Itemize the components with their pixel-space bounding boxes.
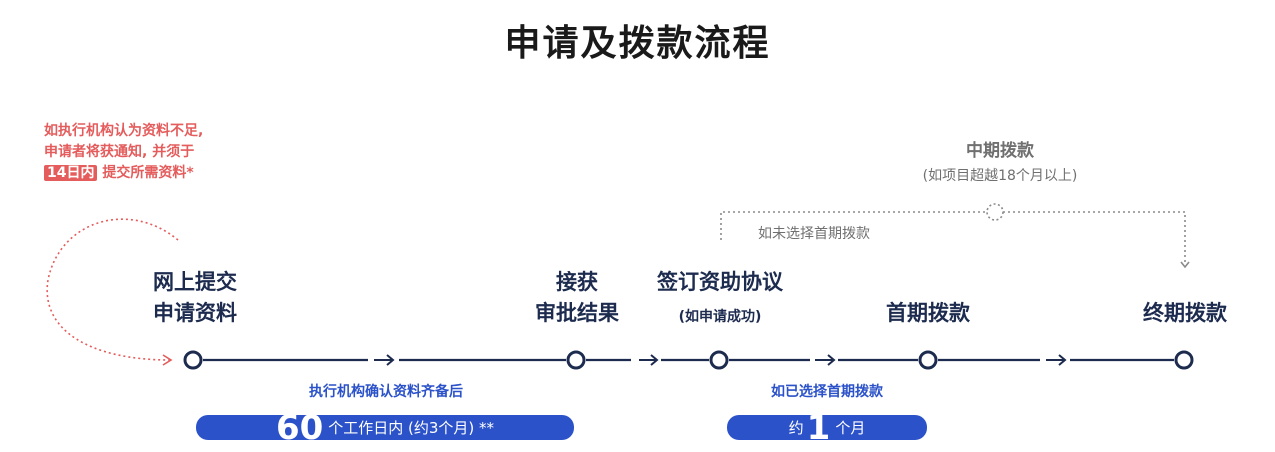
- segment1-number: 60: [275, 408, 324, 448]
- interim-arrowhead: [1180, 261, 1190, 269]
- note-line-2: 申请者将获通知, 并须于: [44, 144, 195, 160]
- stage-result-line-1: 接获: [556, 270, 598, 294]
- resubmit-loop-arrowhead: [162, 354, 173, 366]
- stage-sign-line-1: 签订资助协议: [657, 270, 783, 294]
- note-line-1: 如执行机构认为资料不足,: [44, 123, 204, 139]
- stage-result-line-2: 审批结果: [535, 301, 619, 325]
- note-line-3: 14日内 提交所需资料*: [44, 163, 203, 184]
- stage-receive-result: 接获 审批结果: [487, 267, 667, 329]
- segment1-text: 个工作日内 (约3个月) **: [328, 419, 495, 437]
- insufficient-info-note: 如执行机构认为资料不足, 申请者将获通知, 并须于 14日内 提交所需资料*: [44, 121, 203, 184]
- segment1-label: 执行机构确认资料齐备后: [309, 384, 463, 400]
- note-line-3-text: 提交所需资料*: [102, 165, 194, 181]
- stage-first-disbursement: 首期拨款: [886, 301, 970, 325]
- node-submit: [183, 350, 203, 370]
- stage-sign-subtitle: (如申请成功): [678, 309, 762, 325]
- interim-title: 中期拨款: [966, 141, 1034, 161]
- page-title: 申请及拨款流程: [504, 23, 771, 64]
- segment2-text: 个月: [835, 419, 866, 437]
- segment2-number: 1: [806, 408, 831, 448]
- deadline-badge: 14日内: [44, 165, 98, 181]
- stage-submit-line-2: 申请资料: [153, 301, 237, 325]
- timeline-arrows: [374, 354, 1067, 366]
- node-final-disbursement: [1174, 350, 1194, 370]
- stage-submit-line-1: 网上提交: [153, 270, 237, 294]
- stage-final-disbursement: 终期拨款: [1143, 301, 1227, 325]
- segment2-duration-pill: 约 1 个月: [727, 408, 927, 448]
- interim-node: [986, 203, 1004, 221]
- segment2-prefix: 约: [788, 419, 804, 437]
- interim-dotted-path: [720, 211, 1186, 262]
- resubmit-loop-arrow: [46, 218, 179, 361]
- segment2-label: 如已选择首期拨款: [771, 384, 883, 400]
- node-result: [566, 350, 586, 370]
- stage-sign-agreement: 签订资助协议 (如申请成功): [600, 267, 840, 326]
- node-first-disbursement: [918, 350, 938, 370]
- node-agreement: [709, 350, 729, 370]
- timeline-nodes: [183, 350, 1194, 370]
- stage-submit-application: 网上提交 申请资料: [105, 267, 285, 329]
- segment1-duration-pill: 60 个工作日内 (约3个月) **: [196, 408, 574, 448]
- bypass-label: 如未选择首期拨款: [758, 226, 870, 242]
- interim-subtitle: (如项目超越18个月以上): [922, 168, 1078, 184]
